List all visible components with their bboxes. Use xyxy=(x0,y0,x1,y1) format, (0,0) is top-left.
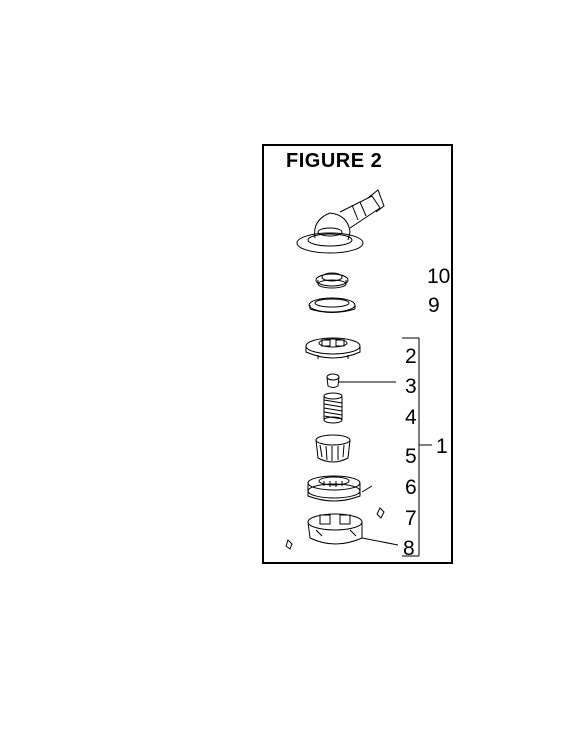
callout-4: 4 xyxy=(405,406,417,429)
part-8-housing xyxy=(307,513,399,546)
part-2-cover xyxy=(305,337,361,359)
callout-5: 5 xyxy=(405,445,417,468)
part-4-spring xyxy=(323,392,343,424)
callout-3: 3 xyxy=(405,375,417,398)
part-5-spool-core xyxy=(315,434,351,463)
figure-title: FIGURE 2 xyxy=(286,150,383,172)
callout-9: 9 xyxy=(428,294,440,317)
part-7-eyelet xyxy=(285,507,385,550)
callout-1: 1 xyxy=(436,435,448,458)
callout-6: 6 xyxy=(405,476,417,499)
assembly-bracket xyxy=(402,337,432,557)
callout-2: 2 xyxy=(405,345,417,368)
callout-10: 10 xyxy=(427,265,451,288)
part-6-spool xyxy=(307,475,373,502)
gear-head-assembly xyxy=(296,189,385,254)
callout-7: 7 xyxy=(405,507,417,530)
figure-frame xyxy=(262,144,453,564)
part-3-button xyxy=(326,373,396,388)
part-10-nut xyxy=(315,272,349,289)
callout-8: 8 xyxy=(403,537,415,560)
part-9-washer xyxy=(308,297,356,313)
